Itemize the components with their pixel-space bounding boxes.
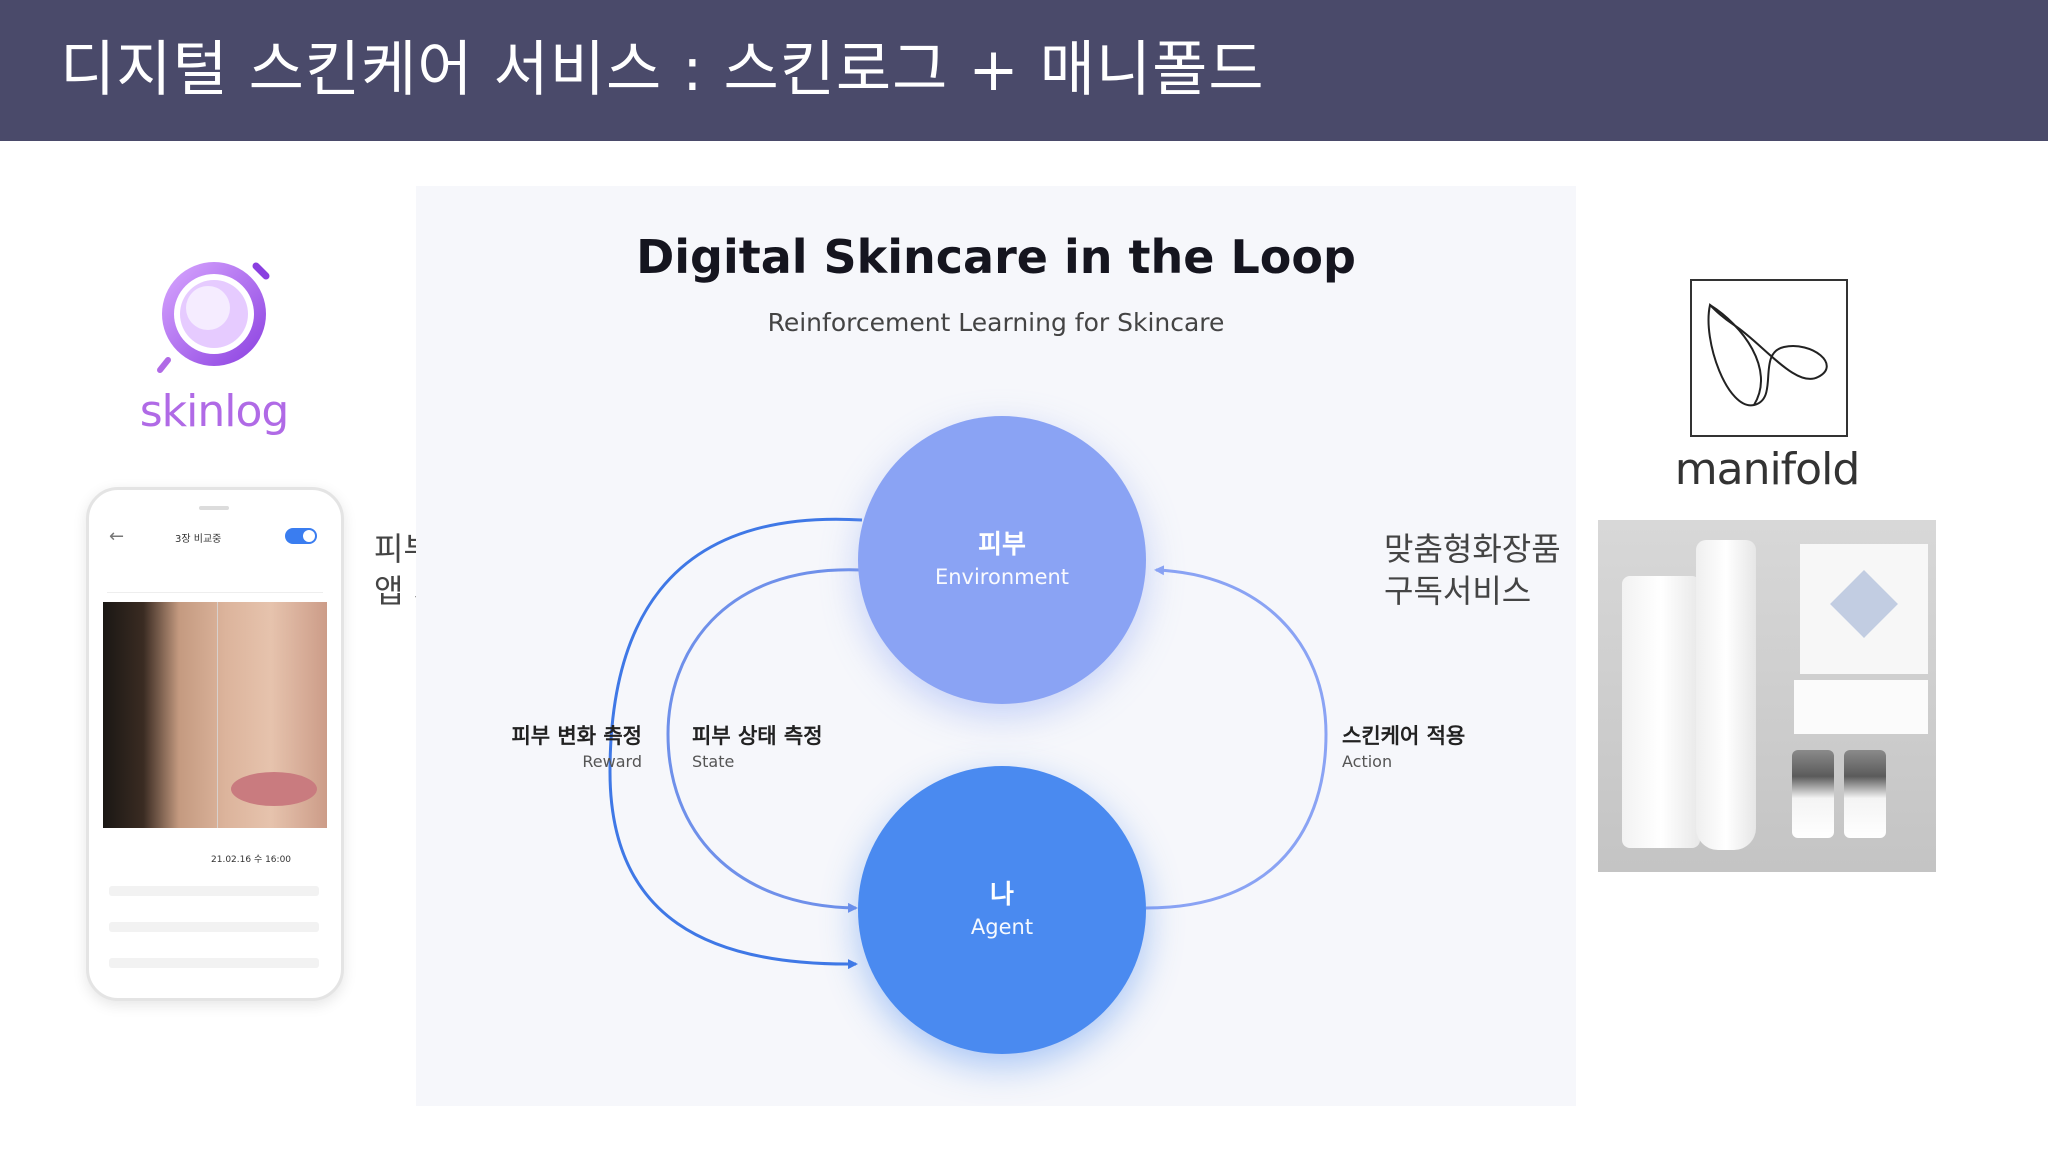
back-arrow-icon: ← — [109, 526, 125, 547]
state-label: 피부 상태 측정 State — [692, 722, 823, 774]
product-card-chart — [1830, 570, 1898, 638]
reward-label-en: Reward — [582, 752, 642, 771]
compare-divider — [217, 602, 218, 828]
compare-toggle — [285, 528, 317, 544]
loop-arrows — [608, 517, 1328, 970]
product-card — [1800, 544, 1928, 674]
agent-node-ko: 나 — [990, 880, 1014, 910]
product-bottle — [1622, 576, 1700, 848]
reward-label: 피부 변화 측정 Reward — [466, 722, 642, 774]
product-strip — [1794, 680, 1928, 734]
app-record-date: 21.02.16 수 16:00 — [211, 855, 292, 865]
state-label-ko: 피부 상태 측정 — [692, 724, 823, 748]
header-bar: 디지털 스킨케어 서비스 : 스킨로그 + 매니폴드 — [0, 0, 2048, 141]
diagram-title: Digital Skincare in the Loop — [636, 230, 1356, 284]
loop-diagram-panel: Digital Skincare in the Loop Reinforceme… — [416, 186, 1576, 1106]
product-tube — [1696, 540, 1756, 850]
agent-node-en: Agent — [970, 915, 1034, 939]
phone-speaker — [199, 506, 229, 510]
product-vial — [1792, 750, 1834, 838]
action-arrow — [1145, 565, 1328, 910]
manifold-logo — [1690, 279, 1848, 437]
manifold-description-line2: 구독서비스 — [1384, 572, 1532, 610]
product-vial — [1844, 750, 1886, 838]
skin-photo-lips — [231, 772, 317, 806]
agent-node: 나 Agent — [858, 766, 1146, 1054]
app-screen: ← 3장 비교중 21.02.16 수 16:00 — [101, 518, 329, 984]
action-label-ko: 스킨케어 적용 — [1342, 724, 1466, 748]
skinlog-wordmark: skinlog — [139, 386, 290, 437]
page-title: 디지털 스킨케어 서비스 : 스킨로그 + 매니폴드 — [60, 35, 1265, 105]
app-tabs — [107, 578, 323, 593]
app-screen-title: 3장 비교중 — [175, 534, 222, 545]
skinlog-logo-icon — [157, 262, 270, 373]
reward-label-ko: 피부 변화 측정 — [511, 724, 642, 748]
environment-node-en: Environment — [934, 565, 1070, 589]
app-tag-row — [109, 958, 319, 968]
state-arrow — [666, 568, 863, 913]
manifold-logo-icon — [1707, 303, 1828, 407]
manifold-wordmark: manifold — [1674, 444, 1861, 495]
action-label-en: Action — [1342, 752, 1393, 771]
state-label-en: State — [692, 752, 735, 771]
app-screenshot: ← 3장 비교중 21.02.16 수 16:00 — [86, 487, 344, 1001]
app-status-row — [109, 886, 319, 896]
action-label: 스킨케어 적용 Action — [1342, 722, 1465, 774]
app-symptom-row — [109, 922, 319, 932]
diagram-subtitle: Reinforcement Learning for Skincare — [767, 308, 1225, 337]
environment-node: 피부 Environment — [858, 416, 1146, 704]
manifold-description: 맞춤형화장품 구독서비스 — [1384, 528, 1561, 612]
reward-arrow — [608, 517, 863, 970]
environment-node-ko: 피부 — [978, 530, 1026, 560]
product-photo — [1598, 520, 1936, 872]
manifold-description-line1: 맞춤형화장품 — [1384, 530, 1561, 568]
